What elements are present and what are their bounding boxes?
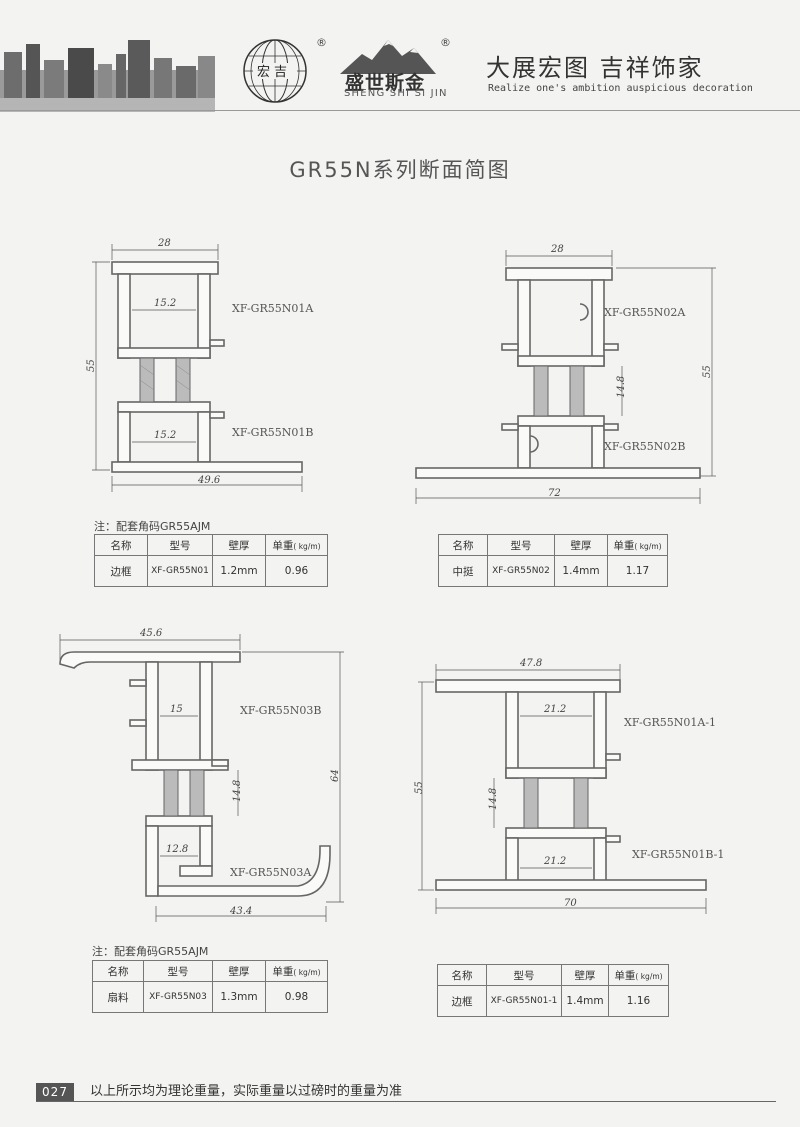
dim-inner-top: 15.2 [154, 298, 176, 309]
profile-drawing-n01-1: 47.8 55 70 21.2 14.8 21.2 X [410, 650, 740, 920]
page-header: 宏吉 ® ® 盛世斯金 SHENG SHI SI JIN 大展宏图 吉祥饰家 R… [0, 0, 800, 112]
dim-inner-bottom: 15.2 [154, 430, 176, 441]
spec-table-n03: 名称 型号 壁厚 单重( kg/m) 扇料 XF-GR55N03 1.3mm 0… [92, 960, 328, 1013]
page-footer: 027 以上所示均为理论重量，实际重量以过磅时的重量为准 [0, 1080, 800, 1104]
dim-height: 55 [86, 359, 97, 372]
part-label-b: XF-GR55N02B [604, 440, 685, 453]
profile-drawing-n01: 28 55 49.6 15.2 [80, 230, 340, 505]
dim-top: 28 [157, 238, 171, 249]
col-weight: 单重( kg/m) [265, 534, 328, 556]
brand-name-cn: 盛世斯金 [345, 72, 426, 94]
dim-inner-top: 15 [170, 704, 183, 715]
mountain-logo [340, 40, 436, 74]
profile-drawing-n03: 45.6 64 43.4 15 14.8 [50, 620, 360, 930]
slogan-en: Realize one's ambition auspicious decora… [488, 83, 753, 94]
page-number: 027 [36, 1083, 74, 1101]
spec-table-n01: 名称 型号 壁厚 单重( kg/m) 边框 XF-GR55N01 1.2mm 0… [94, 534, 328, 587]
part-label-b: XF-GR55N03A [230, 866, 312, 879]
cell-thickness: 1.4mm [561, 985, 609, 1017]
dim-bottom: 49.6 [197, 475, 221, 486]
cell-name: 边框 [437, 985, 487, 1017]
page-title: GR55N系列断面简图 [289, 158, 511, 182]
cell-model: XF-GR55N01 [147, 555, 213, 587]
brand-name-en: SHENG SHI SI JIN [344, 88, 448, 99]
part-label-a: XF-GR55N02A [604, 306, 686, 319]
col-weight: 单重( kg/m) [608, 964, 669, 986]
col-thickness: 壁厚 [561, 964, 609, 986]
dim-inner-top: 21.2 [543, 704, 566, 715]
cell-weight: 0.98 [265, 981, 328, 1013]
col-model: 型号 [487, 534, 555, 556]
dim-mid: 14.8 [616, 376, 627, 398]
header-divider [0, 110, 800, 111]
col-thickness: 壁厚 [554, 534, 608, 556]
dim-inner-bottom: 21.2 [543, 856, 566, 867]
col-thickness: 壁厚 [212, 534, 266, 556]
dim-top: 28 [550, 244, 564, 255]
col-name: 名称 [437, 964, 487, 986]
col-model: 型号 [143, 960, 213, 982]
registered-mark-2: ® [440, 36, 451, 49]
col-thickness: 壁厚 [212, 960, 266, 982]
slogan-cn: 大展宏图 吉祥饰家 [486, 54, 704, 82]
cell-model: XF-GR55N02 [487, 555, 555, 587]
footer-note: 以上所示均为理论重量，实际重量以过磅时的重量为准 [90, 1084, 403, 1099]
cell-weight: 1.16 [608, 985, 669, 1017]
dim-height: 64 [330, 769, 341, 782]
table-row: 边框 XF-GR55N01 1.2mm 0.96 [94, 555, 328, 587]
registered-mark: ® [316, 36, 327, 49]
col-weight: 单重( kg/m) [607, 534, 668, 556]
footer-divider [36, 1101, 776, 1102]
cell-thickness: 1.3mm [212, 981, 266, 1013]
dim-mid: 14.8 [232, 780, 243, 802]
cell-name: 扇料 [92, 981, 144, 1013]
note-corner-code-1: 注：配套角码GR55AJM [94, 520, 211, 533]
globe-logo-text: 宏吉 [257, 65, 292, 80]
cell-model: XF-GR55N03 [143, 981, 213, 1013]
note-corner-code-3: 注：配套角码GR55AJM [92, 945, 209, 958]
col-weight: 单重( kg/m) [265, 960, 328, 982]
profile-drawing-n02: 28 55 72 14.8 XF-GR55 [410, 236, 730, 506]
spec-table-n01-1: 名称 型号 壁厚 单重( kg/m) 边框 XF-GR55N01-1 1.4mm… [437, 964, 669, 1017]
part-label-a: XF-GR55N01A [232, 302, 314, 315]
cell-name: 边框 [94, 555, 148, 587]
city-skyline-image [0, 40, 215, 112]
dim-height: 55 [702, 365, 713, 378]
cell-thickness: 1.2mm [212, 555, 266, 587]
dim-mid: 14.8 [488, 788, 499, 810]
part-label-b: XF-GR55N01B [232, 426, 313, 439]
dim-bottom: 70 [564, 898, 577, 909]
table-row: 扇料 XF-GR55N03 1.3mm 0.98 [92, 981, 328, 1013]
col-name: 名称 [92, 960, 144, 982]
col-name: 名称 [94, 534, 148, 556]
dim-height: 55 [414, 781, 425, 794]
dim-bottom: 43.4 [229, 906, 252, 917]
col-name: 名称 [438, 534, 488, 556]
cell-model: XF-GR55N01-1 [486, 985, 562, 1017]
cell-weight: 1.17 [607, 555, 668, 587]
dim-top: 45.6 [139, 628, 163, 639]
part-label-a: XF-GR55N03B [240, 704, 321, 717]
col-model: 型号 [486, 964, 562, 986]
cell-name: 中挺 [438, 555, 488, 587]
part-label-b: XF-GR55N01B-1 [632, 848, 724, 861]
cell-thickness: 1.4mm [554, 555, 608, 587]
spec-table-n02: 名称 型号 壁厚 单重( kg/m) 中挺 XF-GR55N02 1.4mm 1… [438, 534, 668, 587]
dim-top: 47.8 [519, 658, 542, 669]
table-row: 中挺 XF-GR55N02 1.4mm 1.17 [438, 555, 668, 587]
part-label-a: XF-GR55N01A-1 [624, 716, 716, 729]
dim-bottom: 72 [548, 488, 561, 499]
dim-inner-bottom: 12.8 [166, 844, 188, 855]
col-model: 型号 [147, 534, 213, 556]
cell-weight: 0.96 [265, 555, 328, 587]
globe-logo [243, 39, 307, 103]
table-row: 边框 XF-GR55N01-1 1.4mm 1.16 [437, 985, 669, 1017]
